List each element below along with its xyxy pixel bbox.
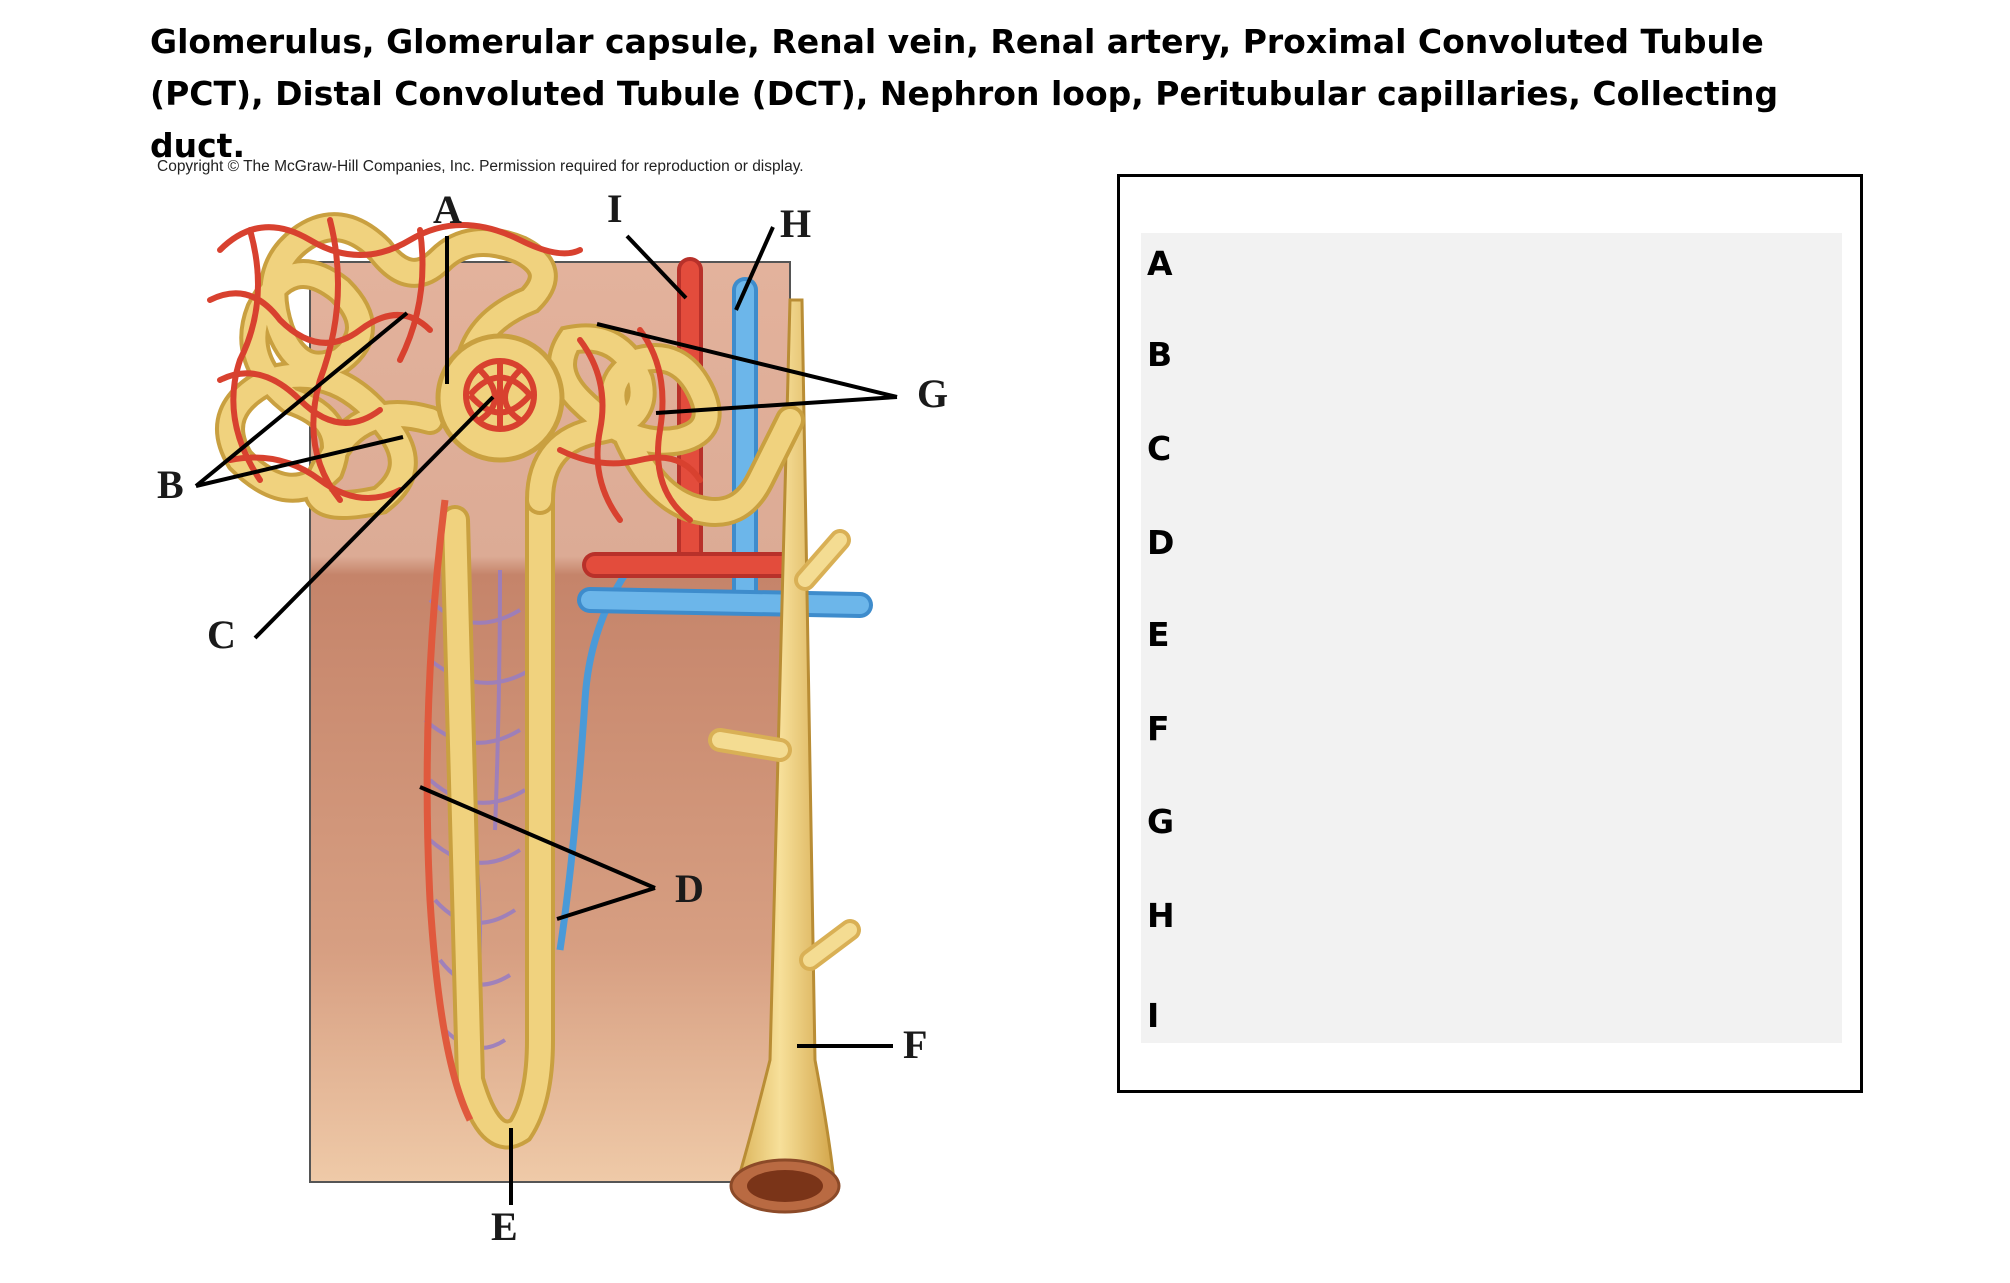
leader-D2 [556,886,656,921]
answer-row-H: H [1147,885,1837,945]
label-E: E [491,1204,518,1249]
answer-row-F: F [1147,698,1837,758]
copyright-notice: Copyright © The McGraw-Hill Companies, I… [157,158,804,175]
label-D: D [675,866,704,911]
answer-field-D[interactable] [1207,518,1837,566]
leader-I [625,234,688,300]
answer-row-G: G [1147,791,1837,851]
answer-letter-A: A [1147,243,1173,283]
label-A: A [433,187,462,232]
answer-field-I[interactable] [1207,991,1837,1039]
answer-row-B: B [1147,324,1837,384]
answer-field-B[interactable] [1207,330,1837,378]
label-I: I [607,186,623,231]
answer-row-D: D [1147,512,1837,572]
label-F: F [903,1022,927,1067]
label-H: H [780,201,811,246]
answer-letter-C: C [1147,428,1172,468]
leader-lines [194,226,898,1205]
nephron-diagram: A B C D E F G H I [157,186,948,1249]
label-C: C [207,612,236,657]
distal-convoluted-tubule [525,323,805,527]
label-B: B [157,462,184,507]
answer-letter-I: I [1147,995,1160,1035]
answer-letter-F: F [1147,708,1170,748]
answer-field-E[interactable] [1207,610,1837,658]
answer-letter-E: E [1147,614,1170,654]
proximal-convoluted-tubule [215,212,558,520]
nephron-loop [440,485,555,1150]
label-G: G [917,371,948,416]
leader-G1 [596,322,898,399]
glomerulus [463,358,537,432]
answer-field-C[interactable] [1207,424,1837,472]
answer-row-A: A [1147,233,1837,293]
answer-letter-H: H [1147,895,1175,935]
peritubular-artery-branch [423,499,474,1122]
answer-letter-B: B [1147,334,1173,374]
collecting-duct [708,298,861,1214]
answer-letter-G: G [1147,801,1175,841]
answer-row-I: I [1147,985,1837,1045]
cortical-capillary-network [207,217,703,523]
leader-B2 [195,435,404,488]
answer-letter-D: D [1147,522,1175,562]
answer-panel: A B C D E F G H [1141,233,1842,1043]
answer-field-F[interactable] [1207,704,1837,752]
leader-H [734,226,775,311]
renal-vein [577,277,873,618]
answer-row-E: E [1147,604,1837,664]
leader-B1 [194,311,409,488]
answer-row-C: C [1147,418,1837,478]
answer-field-H[interactable] [1207,891,1837,939]
answer-field-G[interactable] [1207,797,1837,845]
leader-D1 [419,785,656,890]
page-title: Glomerulus, Glomerular capsule, Renal ve… [150,22,1779,165]
leader-C [253,395,495,640]
leader-G2 [655,395,898,415]
answer-field-A[interactable] [1207,239,1837,287]
answer-box: A B C D E F G H [1117,174,1863,1093]
